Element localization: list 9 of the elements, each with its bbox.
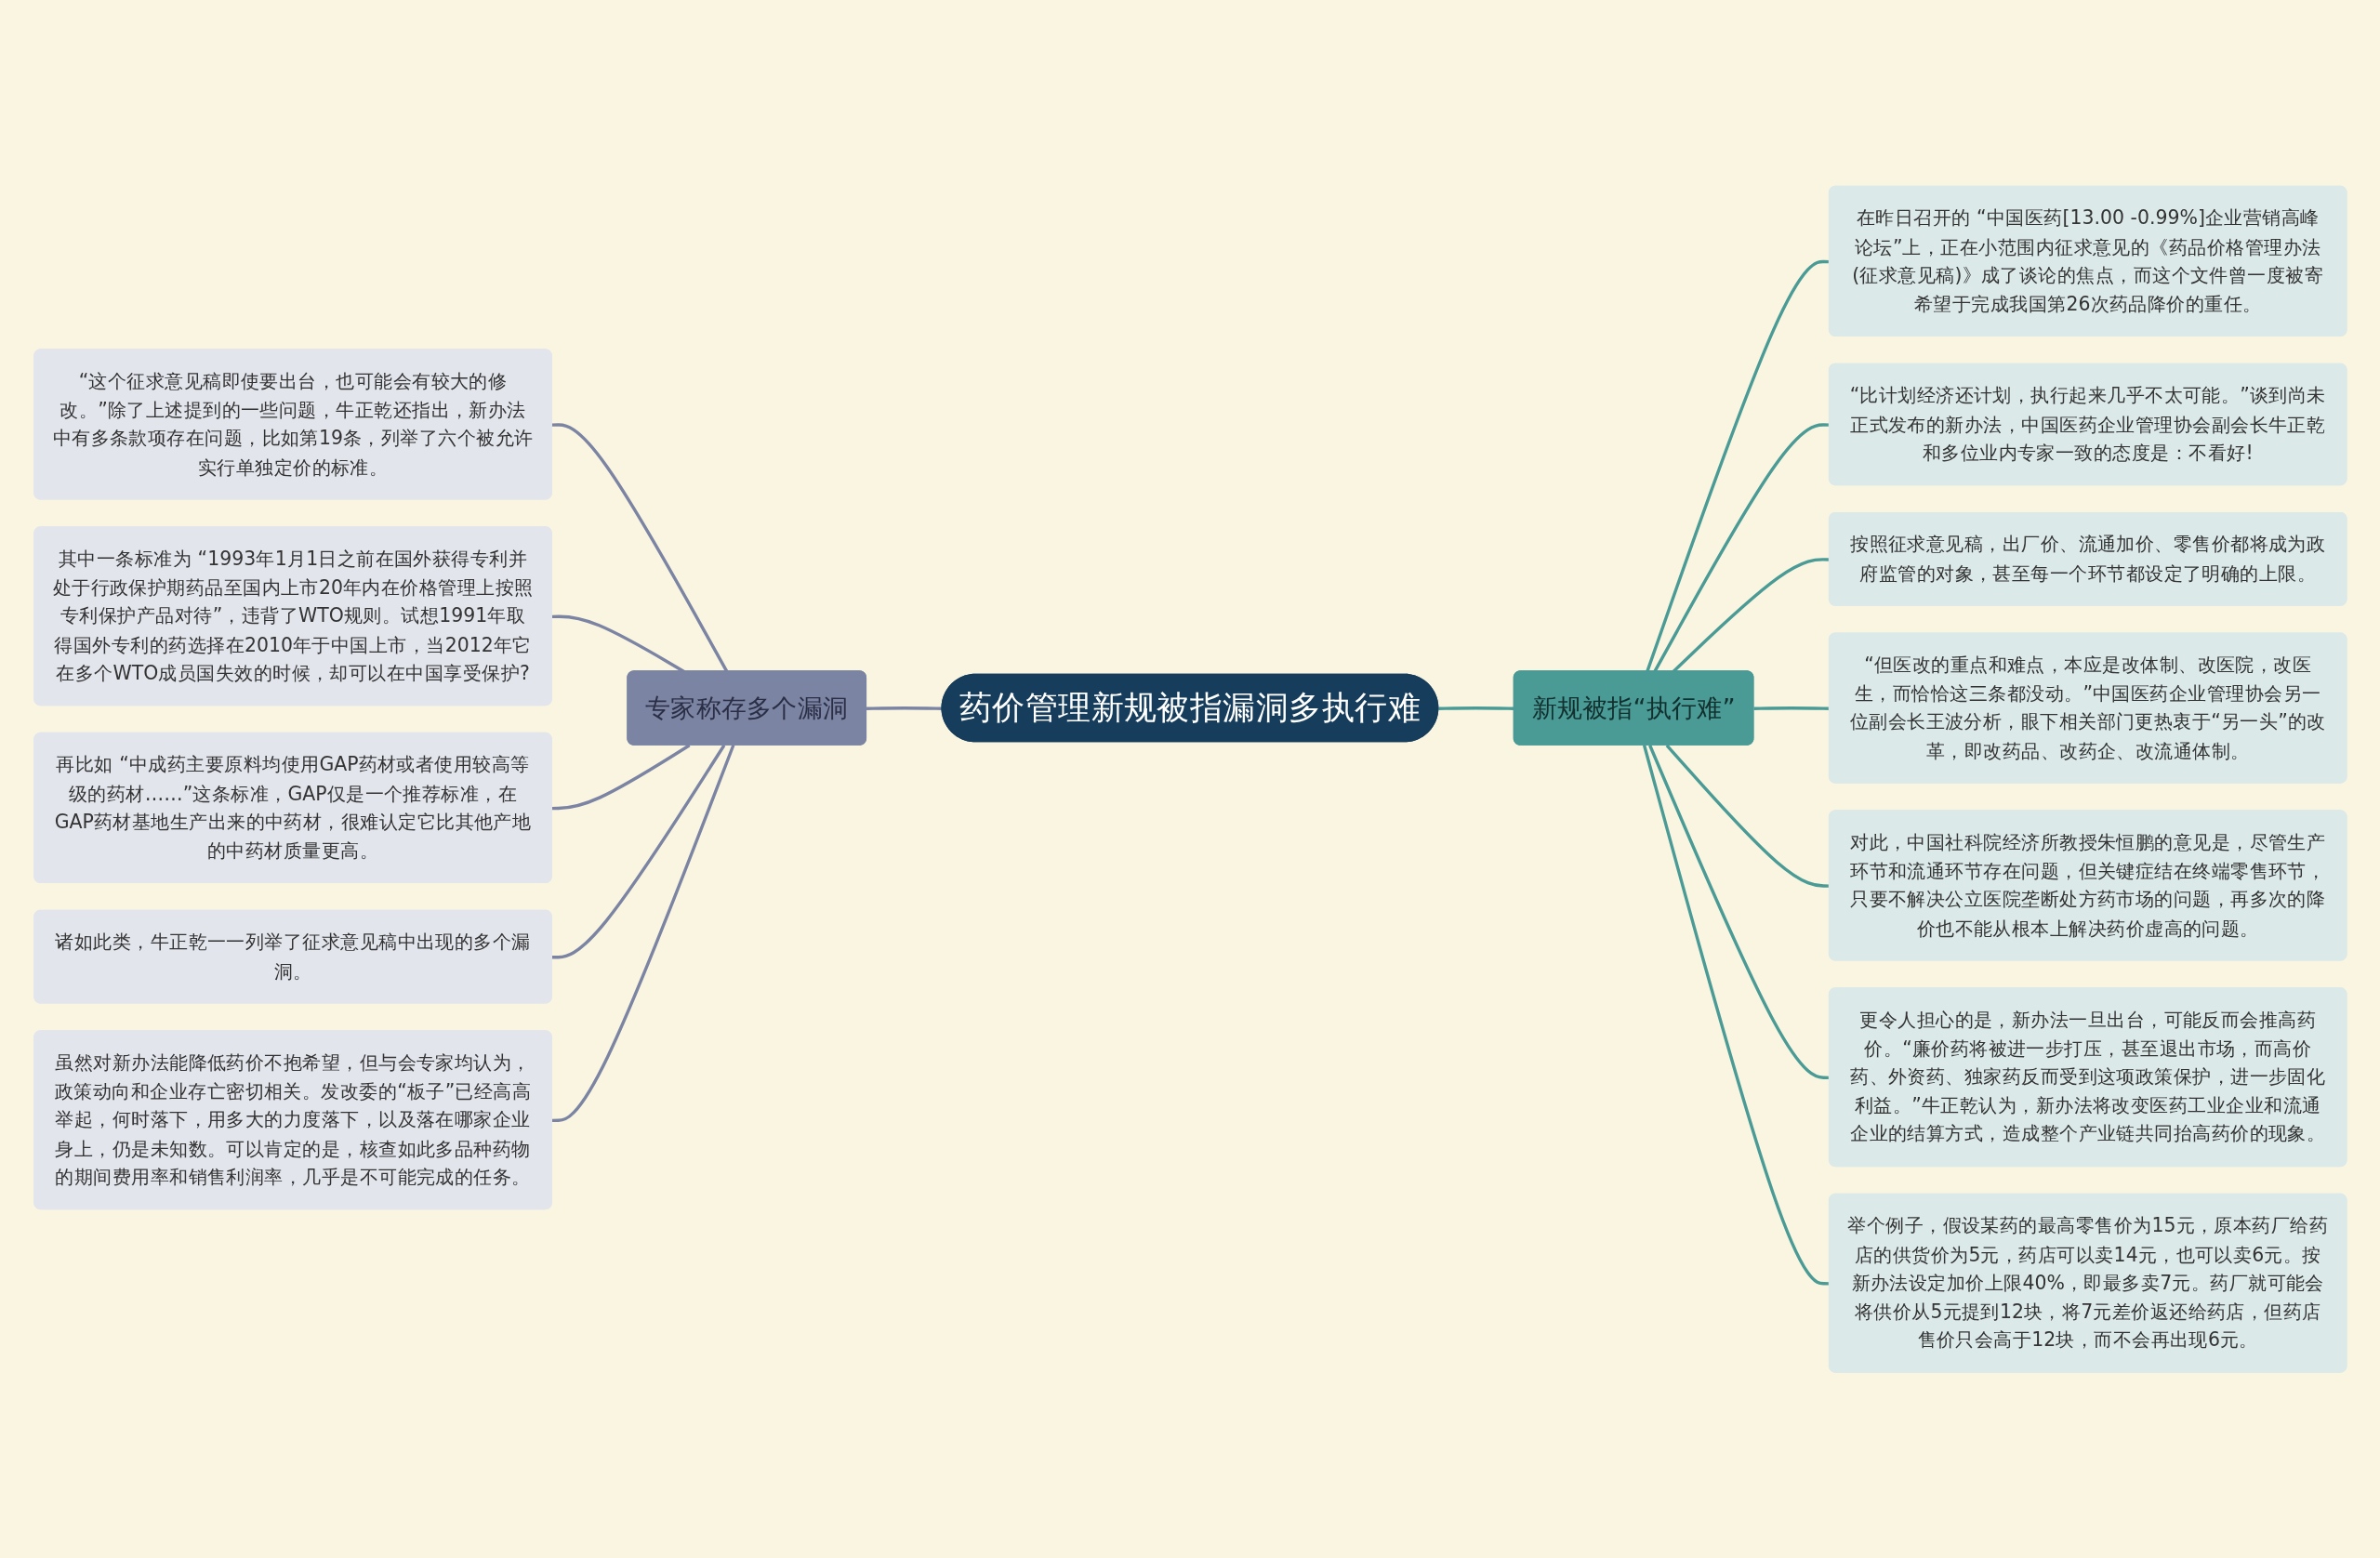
connector [1647, 744, 1830, 1079]
connector [1753, 706, 1830, 710]
connector [551, 744, 734, 1122]
connector [551, 744, 725, 959]
connector [1665, 744, 1830, 888]
connector [551, 744, 691, 811]
connector [1645, 259, 1830, 672]
connector [1437, 706, 1514, 710]
connector [1642, 745, 1830, 1286]
